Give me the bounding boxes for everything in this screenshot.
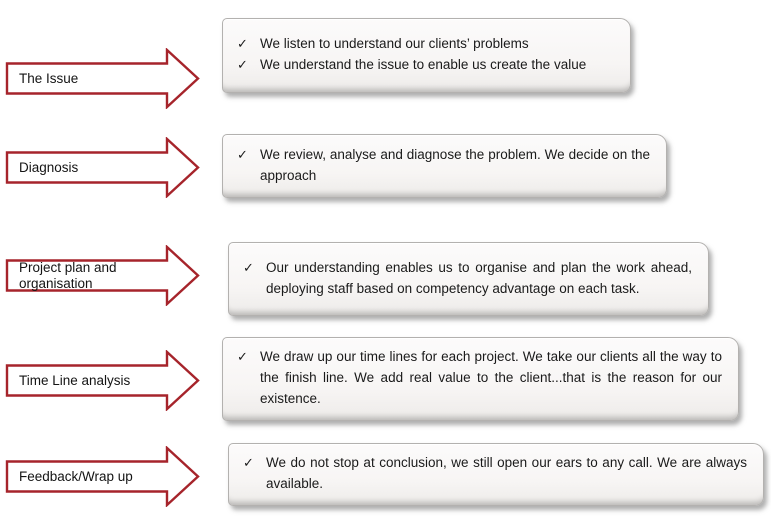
right-arrow-icon — [5, 137, 200, 198]
check-icon: ✓ — [243, 259, 254, 275]
process-arrow: Diagnosis — [5, 137, 201, 198]
right-arrow-icon — [5, 350, 200, 411]
list-item: ✓ We understand the issue to enable us c… — [237, 54, 614, 75]
process-callout: ✓ Our understanding enables us to organi… — [228, 242, 709, 316]
process-step-label: Diagnosis — [19, 159, 79, 175]
right-arrow-icon — [5, 48, 200, 109]
process-arrow: Time Line analysis — [5, 350, 201, 411]
process-step-label: Feedback/Wrap up — [19, 468, 133, 484]
list-item: ✓ Our understanding enables us to organi… — [243, 257, 692, 299]
process-callout: ✓ We listen to understand our clients’ p… — [222, 18, 631, 93]
list-item: ✓ We do not stop at conclusion, we still… — [243, 452, 747, 494]
list-item: ✓ We review, analyse and diagnose the pr… — [237, 144, 650, 186]
list-item: ✓ We listen to understand our clients’ p… — [237, 33, 614, 54]
process-step-label: The Issue — [19, 70, 79, 86]
process-step-label: Project plan and organisation — [19, 260, 117, 291]
check-icon: ✓ — [237, 36, 248, 51]
process-step-label: Time Line analysis — [19, 372, 131, 388]
process-callout: ✓ We review, analyse and diagnose the pr… — [222, 134, 667, 198]
right-arrow-icon — [5, 245, 200, 306]
process-callout: ✓ We draw up our time lines for each pro… — [222, 337, 739, 421]
check-icon: ✓ — [237, 57, 248, 72]
list-item: ✓ We draw up our time lines for each pro… — [237, 346, 722, 409]
process-callout: ✓ We do not stop at conclusion, we still… — [228, 443, 764, 506]
right-arrow-icon — [5, 446, 200, 507]
check-icon: ✓ — [237, 349, 248, 364]
process-arrow: Project plan and organisation — [5, 245, 201, 306]
checklist-item: We listen to understand our clients’ pro… — [260, 36, 529, 51]
checklist-item: We review, analyse and diagnose the prob… — [260, 146, 650, 183]
checklist-item: We draw up our time lines for each proje… — [260, 349, 722, 406]
checklist-item: Our understanding enables us to organise… — [266, 259, 692, 296]
process-arrow: Feedback/Wrap up — [5, 446, 201, 507]
process-arrow: The Issue — [5, 48, 201, 109]
checklist-item: We do not stop at conclusion, we still o… — [266, 455, 747, 491]
check-icon: ✓ — [237, 146, 248, 162]
checklist-item: We understand the issue to enable us cre… — [260, 57, 587, 72]
check-icon: ✓ — [243, 455, 254, 470]
